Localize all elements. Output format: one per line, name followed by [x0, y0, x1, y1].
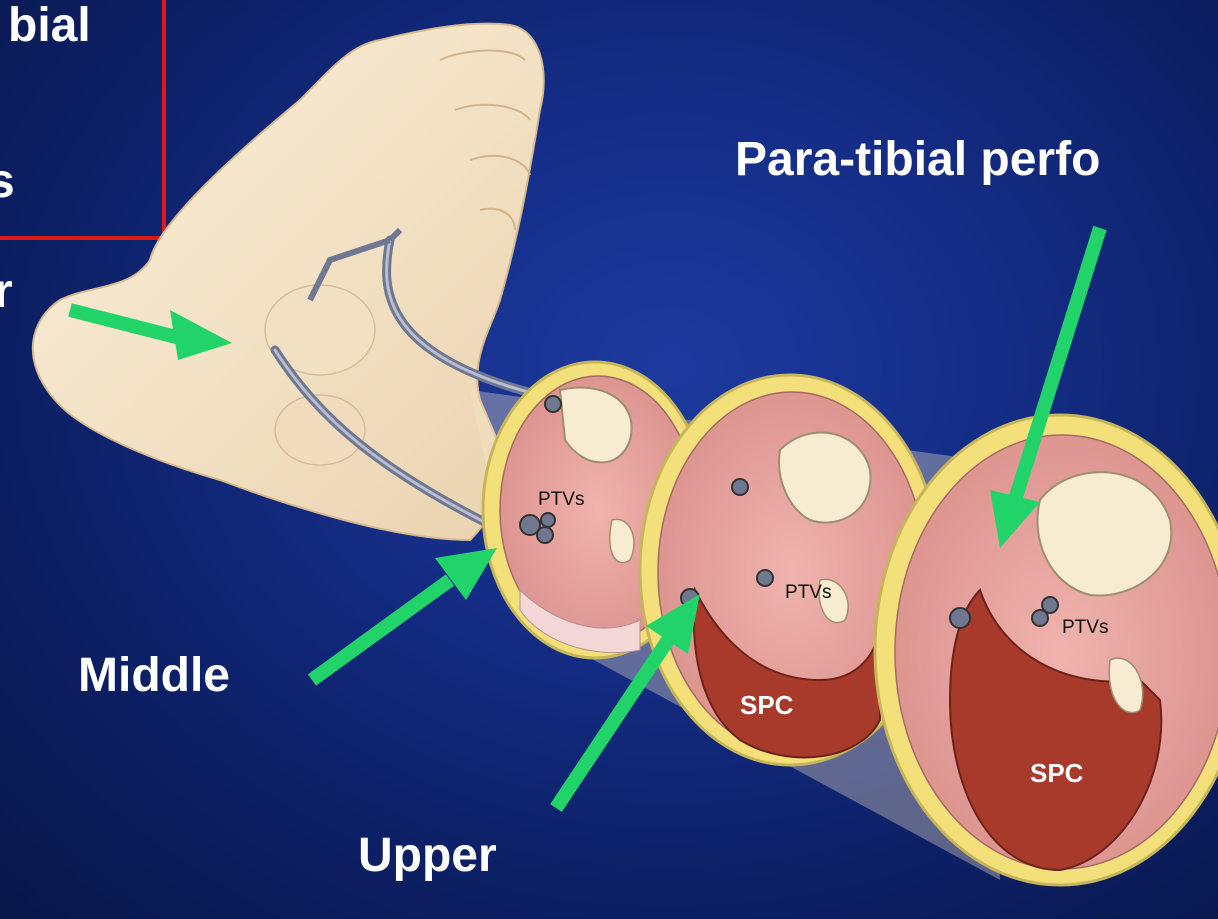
cross-section-3	[875, 415, 1218, 885]
label-fragment-s: s	[0, 158, 15, 206]
ptvs-label-2: PTVs	[785, 582, 831, 603]
arrow-middle	[312, 548, 497, 680]
foot	[33, 24, 544, 540]
label-fragment-r: r	[0, 268, 13, 316]
ptvs-label-3: PTVs	[1062, 617, 1108, 638]
label-bial: bial	[8, 2, 91, 50]
ptvs-label-1: PTVs	[538, 489, 584, 510]
label-para-tibial: Para-tibial perfo	[735, 136, 1100, 184]
label-middle: Middle	[78, 652, 230, 700]
label-upper: Upper	[358, 832, 497, 880]
spc-label-1: SPC	[740, 690, 794, 720]
spc-label-2: SPC	[1030, 758, 1084, 788]
